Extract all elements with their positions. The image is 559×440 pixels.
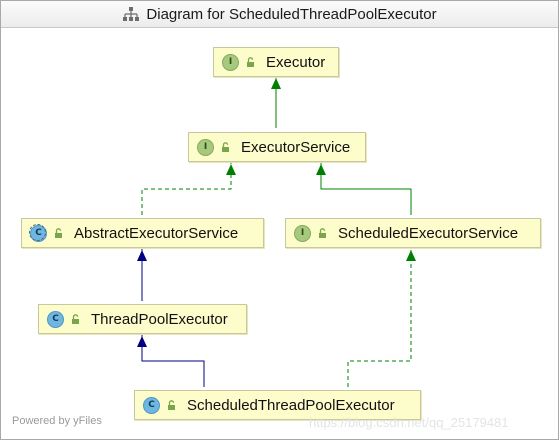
node-threadpoolexecutor[interactable]: C ThreadPoolExecutor <box>38 304 247 334</box>
edges-layer <box>137 77 416 387</box>
arrowhead <box>137 250 147 261</box>
public-access-icon <box>168 400 175 410</box>
arrowhead <box>226 164 236 175</box>
arrowhead <box>271 78 281 89</box>
node-scheduledexecutorservice[interactable]: I ScheduledExecutorService <box>285 218 541 248</box>
edge-abstractexecutorservice-to-executorservice <box>141 163 232 215</box>
edge-scheduledexecutorservice-to-executorservice <box>320 163 412 215</box>
interface-icon: I <box>222 53 239 71</box>
window-title: Diagram for ScheduledThreadPoolExecutor <box>146 5 437 23</box>
node-executorservice[interactable]: I ExecutorService <box>188 132 366 162</box>
node-executor[interactable]: I Executor <box>213 47 339 77</box>
class-icon: C <box>143 396 160 414</box>
title-bar: Diagram for ScheduledThreadPoolExecutor <box>1 1 558 28</box>
public-access-icon <box>72 314 79 324</box>
class-icon: C <box>47 310 64 328</box>
arrowhead <box>316 164 326 175</box>
node-label: ScheduledThreadPoolExecutor <box>187 396 395 414</box>
edge-scheduledthreadpoolexecutor-to-scheduledexecutorservice <box>347 249 412 387</box>
node-scheduledthreadpoolexecutor[interactable]: C ScheduledThreadPoolExecutor <box>134 390 421 420</box>
public-access-icon <box>247 57 254 67</box>
diagram-canvas[interactable]: I Executor I ExecutorService C AbstractE… <box>1 28 558 439</box>
edge-scheduledthreadpoolexecutor-to-threadpoolexecutor <box>141 335 205 387</box>
node-label: Executor <box>266 53 326 71</box>
node-label: AbstractExecutorService <box>74 224 239 242</box>
diagram-hierarchy-icon <box>123 7 140 21</box>
node-label: ThreadPoolExecutor <box>91 310 228 328</box>
node-label: ExecutorService <box>241 138 351 156</box>
interface-icon: I <box>197 138 214 156</box>
powered-by-label: Powered by yFiles <box>12 415 102 427</box>
public-access-icon <box>222 142 229 152</box>
node-abstractexecutorservice[interactable]: C AbstractExecutorService <box>21 218 264 248</box>
interface-icon: I <box>294 224 311 242</box>
abstract-class-icon: C <box>29 223 47 242</box>
node-label: ScheduledExecutorService <box>338 224 519 242</box>
public-access-icon <box>55 228 62 238</box>
arrowhead <box>406 250 416 261</box>
arrowhead <box>137 336 147 347</box>
watermark-text: https://blog.csdn.net/qq_25179481 <box>309 415 509 430</box>
public-access-icon <box>319 228 326 238</box>
